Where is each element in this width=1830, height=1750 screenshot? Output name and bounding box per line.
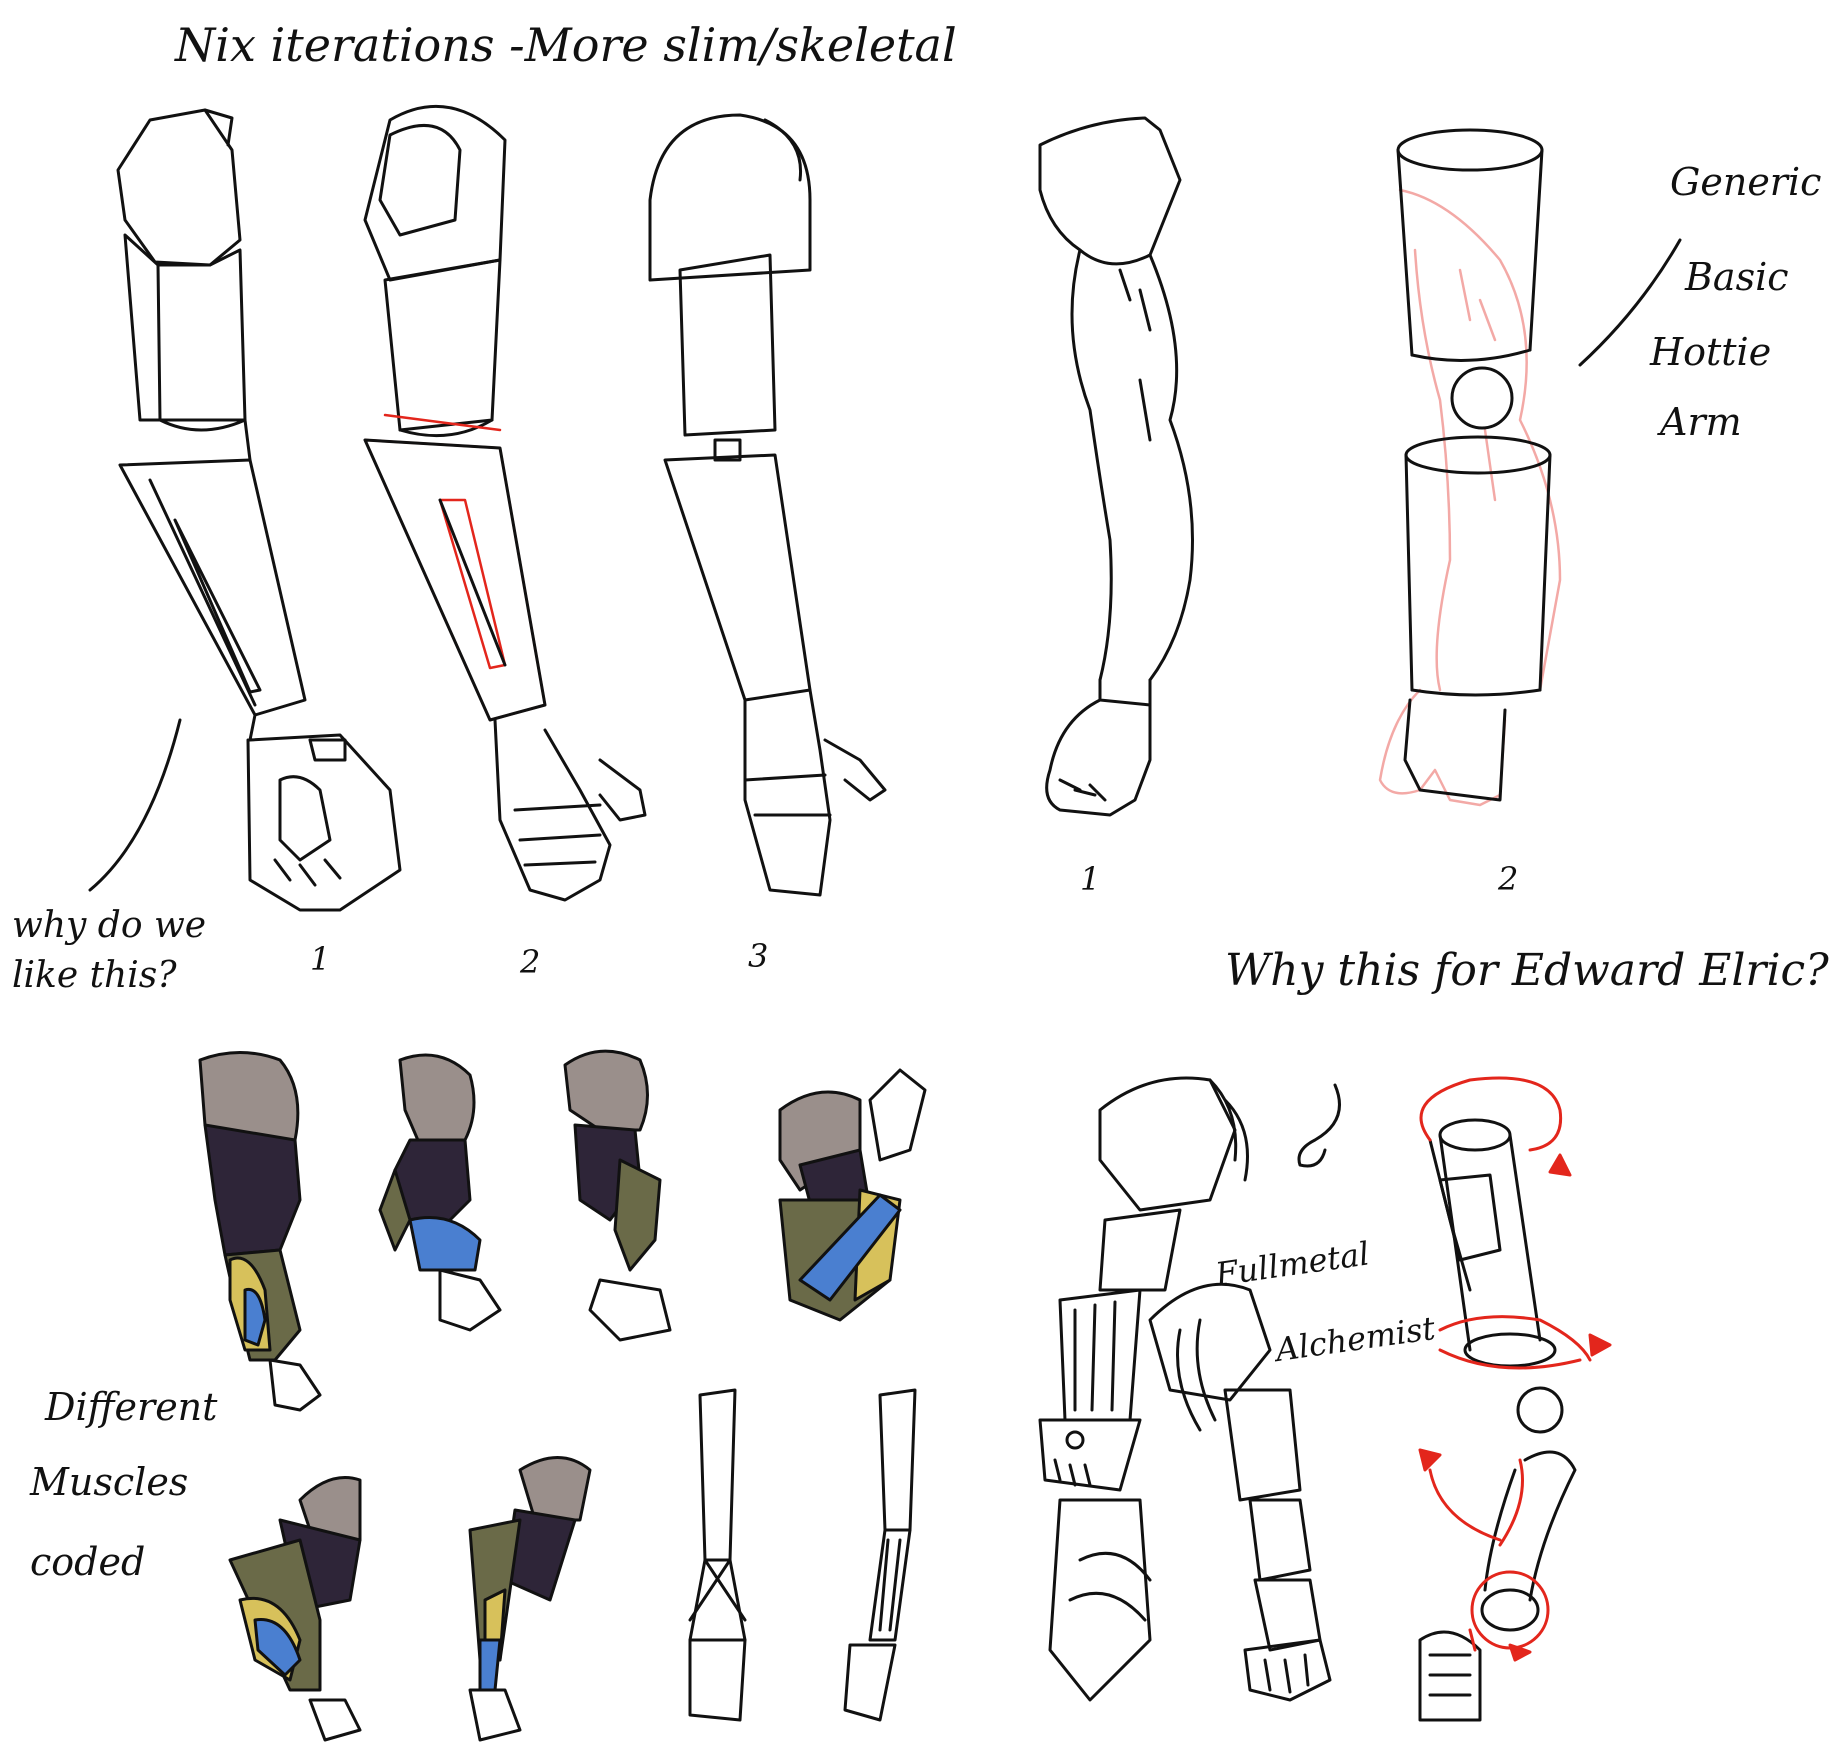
side-note-generic: Generic [1670,160,1822,204]
hottie-arm-2-pink-underdrawing [1380,190,1560,805]
side-note-hottie: Hottie [1650,330,1772,374]
pointer-line-generic [1580,240,1680,365]
number-2-right: 2 [1498,860,1519,898]
muscle-arm-4 [780,1070,925,1320]
page-title: Nix iterations -More slim/skeletal [175,18,957,72]
side-note-arm: Arm [1660,400,1742,444]
hottie-arm-2 [1380,130,1560,805]
number-1-left: 1 [310,940,331,978]
muscle-arm-2 [380,1055,500,1330]
why-this-edward-question: Why this for Edward Elric? [1225,945,1829,996]
fullmetal-arm-2 [1150,1284,1330,1700]
pointer-line-why [90,720,180,890]
nix-arm-2-red-outline [365,415,545,720]
muscle-arm-3 [565,1051,670,1340]
hottie-arm-1 [1040,118,1193,815]
different-muscles-line3: coded [30,1540,146,1584]
number-3-left: 3 [748,937,769,975]
muscle-arm-1 [200,1053,320,1411]
nix-arm-3 [650,115,885,895]
pointer-hook [1299,1085,1340,1166]
muscle-arm-5 [230,1478,360,1741]
different-muscles-line2: Muscles [30,1460,189,1504]
fullmetal-rotation-arrows [1420,1078,1610,1660]
nix-arm-1 [118,110,400,910]
number-2-left: 2 [520,943,541,981]
bone-arm-1 [690,1390,745,1720]
number-1-right: 1 [1080,860,1101,898]
side-note-basic: Basic [1685,255,1789,299]
muscle-arm-6 [470,1458,590,1741]
fullmetal-arm-exploded [1420,1120,1575,1720]
nix-arm-2 [365,106,645,900]
different-muscles-line1: Different [45,1385,218,1429]
why-do-we-like-line1: why do we [12,905,207,946]
bone-arm-2 [845,1390,915,1720]
why-do-we-like-line2: like this? [12,955,177,996]
fullmetal-arm-1 [1040,1078,1248,1700]
